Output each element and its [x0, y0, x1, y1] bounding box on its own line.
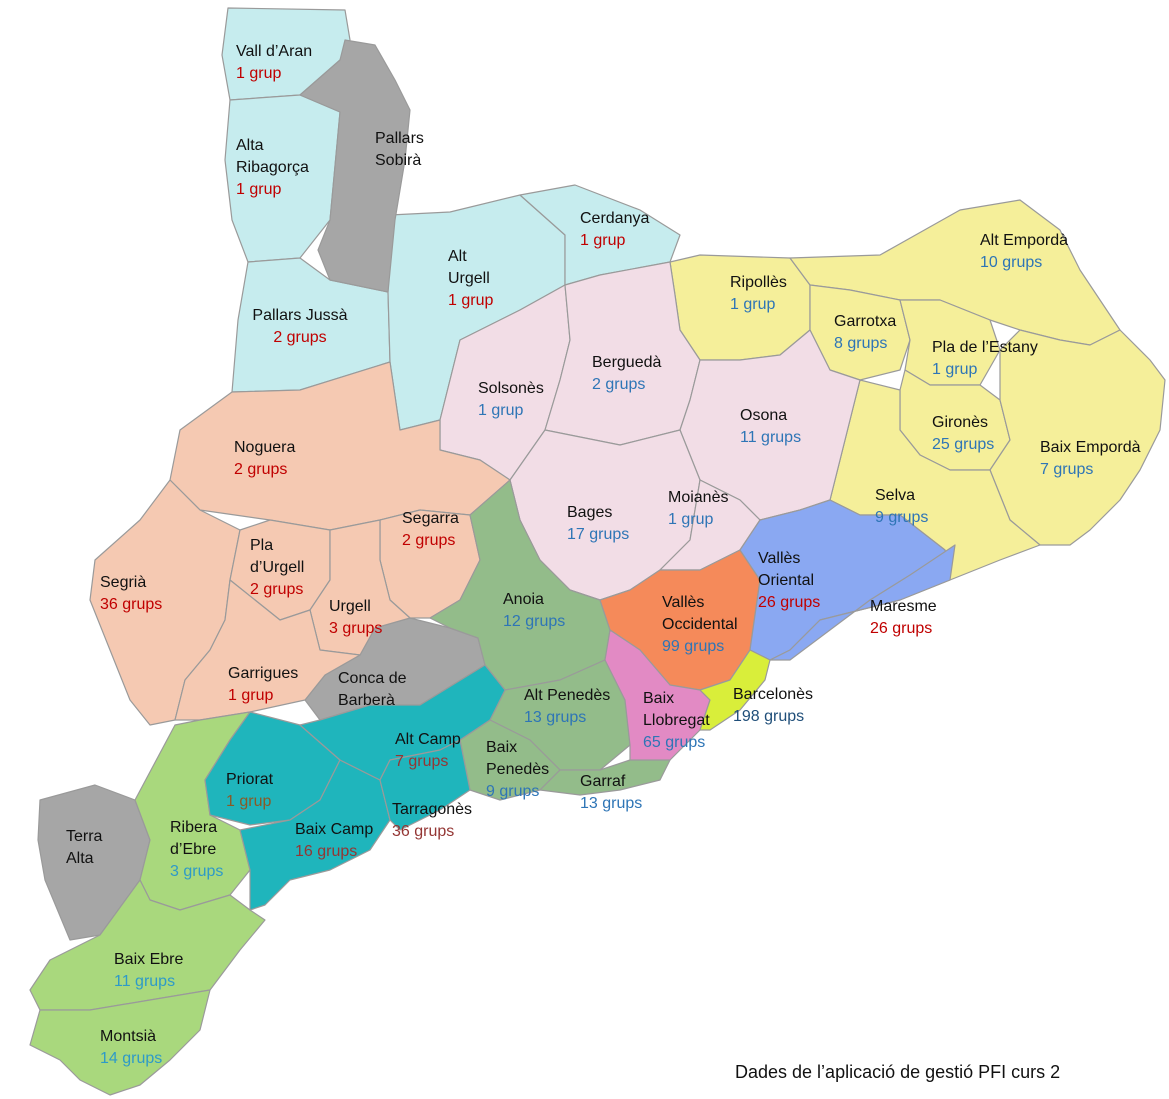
region-baix-ebre[interactable] [29, 879, 266, 1011]
region-pallars-sobira[interactable] [299, 39, 411, 293]
region-ripolles[interactable] [669, 254, 811, 361]
region-maresme[interactable] [769, 544, 956, 661]
region-garraf[interactable] [539, 759, 671, 796]
region-garrigues[interactable] [174, 579, 361, 721]
region-tarragones[interactable] [379, 739, 471, 831]
source-note: Dades de l’aplicació de gestió PFI curs … [735, 1062, 1061, 1082]
region-urgell[interactable] [309, 519, 411, 656]
region-baix-emporda[interactable] [989, 329, 1166, 546]
region-montsia[interactable] [29, 989, 211, 1096]
region-barcelones[interactable] [699, 649, 771, 731]
